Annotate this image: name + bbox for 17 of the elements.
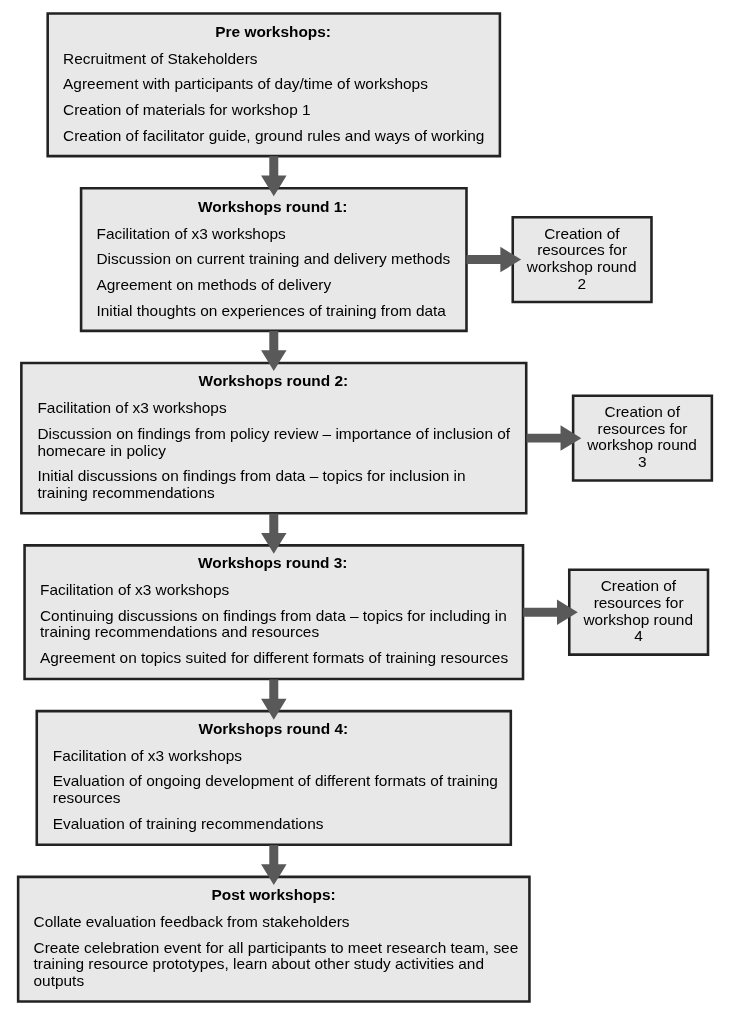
node-box: Workshops round 2: Facilitation of x3 workshops Discussion on findings from policy review – importance of inclusion of homecare in policy Initial discussions on findings from data – topics for inclusion in training recommendations (20, 361, 528, 515)
node-box: Creation of resources for workshop round 3 (571, 394, 714, 482)
arrow (526, 425, 582, 451)
arrow (261, 513, 287, 554)
arrow (523, 599, 578, 625)
node-box: Pre workshops: Recruitment of Stakeholders Agreement with participants of day/time of workshops Creation of materials for workshop 1 Creation of facilitator guide, ground rules and ways of working (46, 12, 502, 158)
node-box: Workshops round 4: Facilitation of x3 workshops Evaluation of ongoing development of different formats of training resources Evaluation of training recommendations (35, 709, 513, 846)
node-box: Workshops round 1: Facilitation of x3 workshops Discussion on current training and delivery methods Agreement on methods of delivery Initial thoughts on experiences of training from data (79, 186, 468, 333)
node-box: Post workshops: Collate evaluation feedback from stakeholders Create celebration event for all participants to meet research team, see training resource prototypes, learn about other study activities and outputs (16, 875, 531, 1003)
node-box: Creation of resources for workshop round 4 (567, 568, 710, 656)
arrow (261, 845, 287, 886)
node-box: Workshops round 3: Facilitation of x3 workshops Continuing discussions on findings from data – topics for including in training recommendations and resources Agreement on topics suited for different formats of training resources (23, 544, 525, 681)
arrow (261, 679, 287, 720)
arrow (261, 330, 287, 371)
arrow (261, 156, 287, 197)
node-box: Creation of resources for workshop round 2 (511, 215, 653, 304)
arrow (466, 246, 522, 273)
